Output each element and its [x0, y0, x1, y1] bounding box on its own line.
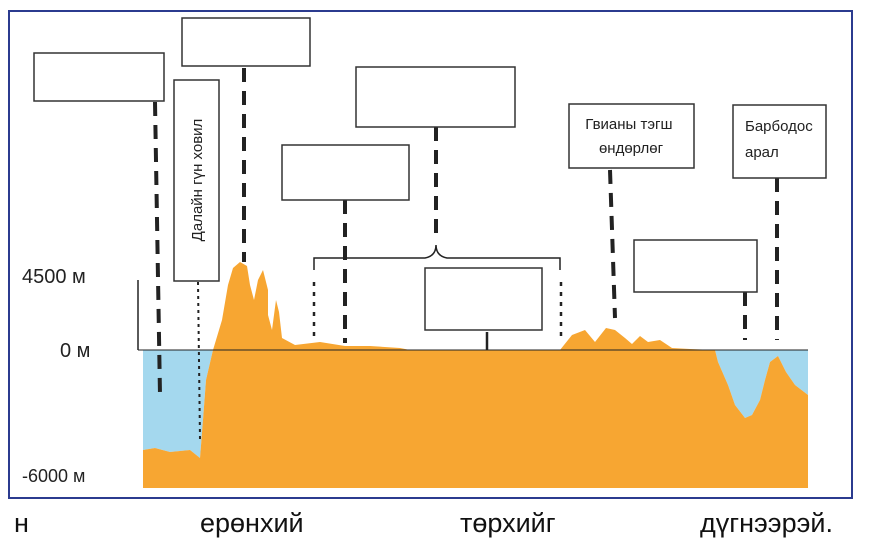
- empty-box-4: [355, 66, 516, 128]
- axis-label-top: 4500 м: [22, 266, 86, 288]
- leader-line-box1: [153, 101, 162, 396]
- empty-box-3: [281, 144, 410, 201]
- empty-box-2: [181, 17, 311, 67]
- sea-right: [715, 350, 808, 418]
- axis-label-zero: 0 м: [60, 340, 90, 362]
- caption-word-2: ерөнхий: [200, 508, 304, 538]
- empty-box-6: [633, 239, 758, 293]
- leader-line-guiana: [608, 169, 617, 319]
- guiana-label: Гвианы тэгш өндөрлөг: [585, 116, 676, 157]
- leader-lines: [153, 68, 779, 396]
- axis-label-bottom: -6000 м: [22, 466, 85, 486]
- empty-box-1: [33, 52, 165, 102]
- empty-box-5: [424, 267, 543, 331]
- leader-line-trench: [197, 281, 201, 441]
- caption-word-1: н: [14, 508, 29, 538]
- sea-left: [143, 350, 213, 458]
- caption-word-4: дүгнээрэй.: [700, 508, 833, 538]
- figure-frame: [8, 10, 853, 499]
- land-profile: [143, 262, 808, 488]
- barbados-label-box: [732, 104, 827, 179]
- trench-label: Далайн гүн ховил: [189, 119, 206, 242]
- trench-label-box: [173, 79, 220, 282]
- plain-brace: [313, 244, 561, 270]
- barbados-label: Барбодос арал: [745, 118, 817, 161]
- caption-word-3: төрхийг: [460, 508, 556, 538]
- guiana-label-box: [568, 103, 695, 169]
